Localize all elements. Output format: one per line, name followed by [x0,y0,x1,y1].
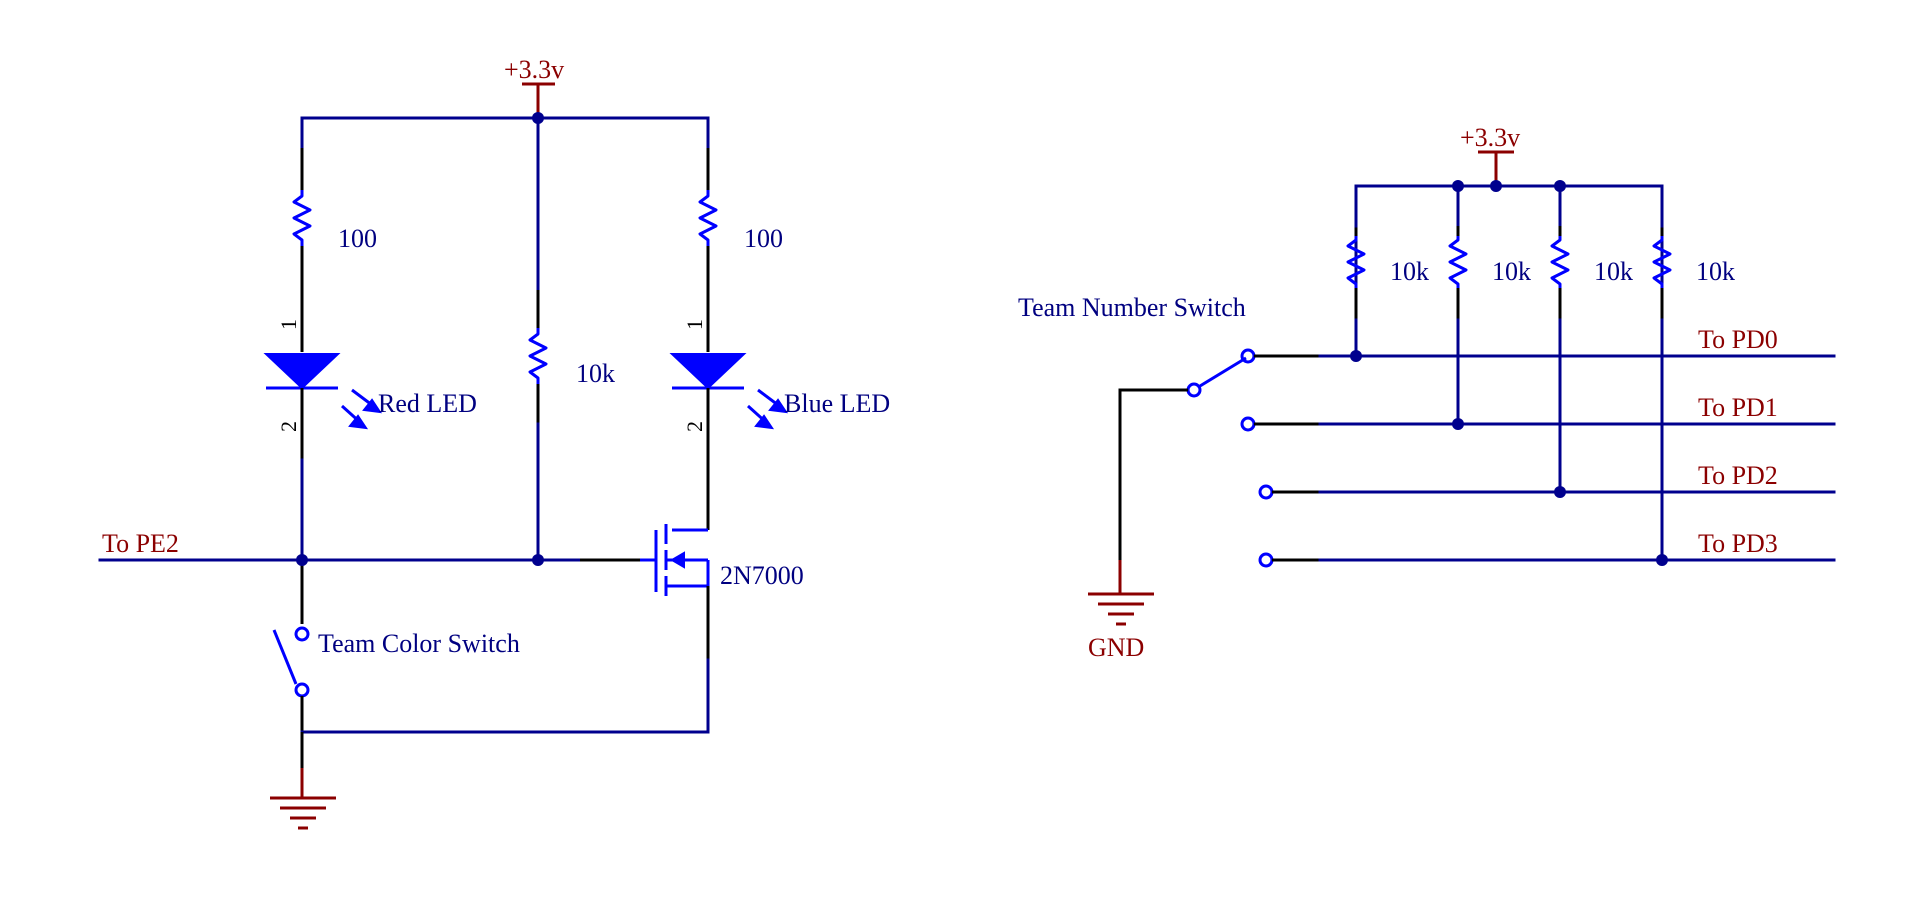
output-label-pd0: To PD0 [1698,325,1778,354]
left-supply-label: +3.3v [504,55,564,84]
junction-dot [296,554,308,566]
red-led-label: Red LED [378,389,477,418]
output-line-pd2: To PD2 [1272,461,1836,494]
pullup-resistor-pd0: 10k [1346,226,1429,358]
junction-dot [1554,180,1566,192]
junction-dot [1490,180,1502,192]
pullup-resistor-value: 10k [1492,257,1531,286]
junction-dot [1554,486,1566,498]
output-line-pd0: To PD0 [1254,325,1836,358]
blue-led-label: Blue LED [784,389,890,418]
pullup-resistor-pd2: 10k [1550,184,1633,494]
mosfet-label: 2N7000 [720,561,804,590]
left-top-rail [300,116,710,150]
pullup-resistor-value: 10k [1390,257,1429,286]
junction-dot [1452,418,1464,430]
pullup-resistor-pd3: 10k [1652,226,1735,562]
mosfet-2n7000: 2N7000 [640,460,804,660]
output-label-pd3: To PD3 [1698,529,1778,558]
switch-common-wire [1118,388,1188,560]
right-top-rail [1354,184,1664,302]
junction-dot [1350,350,1362,362]
pullup-resistor-pd1: 10k [1448,184,1531,426]
right-ground-icon: GND [1088,560,1154,662]
junction-dot [1656,554,1668,566]
net-label-pe2: To PE2 [102,529,179,558]
output-line-pd3: To PD3 [1272,529,1836,562]
resistor-red-value: 100 [338,224,377,253]
red-led: 1 2 Red LED [263,290,477,460]
output-label-pd1: To PD1 [1698,393,1778,422]
right-supply-symbol: +3.3v [1460,123,1520,186]
output-label-pd2: To PD2 [1698,461,1778,490]
red-led-pin1: 1 [276,319,301,330]
junction-dot [532,112,544,124]
resistor-gate-value: 10k [576,359,615,388]
blue-led-light-arrows-icon [746,388,789,430]
junction-dot [532,554,544,566]
junction-dot [1452,180,1464,192]
resistor-blue-led: 100 [698,148,783,290]
resistor-blue-value: 100 [744,224,783,253]
left-supply-symbol: +3.3v [504,55,564,118]
team-color-switch-label: Team Color Switch [318,629,520,658]
blue-led: 1 2 Blue LED [669,290,890,460]
right-circuit: +3.3v 10k 10k 10k [1018,123,1836,662]
team-color-switch: Team Color Switch [272,560,520,732]
output-line-pd1: To PD1 [1254,393,1836,426]
left-ground-icon [270,732,336,830]
team-number-switch-label: Team Number Switch [1018,293,1246,322]
pullup-resistor-value: 10k [1696,257,1735,286]
right-supply-label: +3.3v [1460,123,1520,152]
resistor-gate-pullup: 10k [528,116,615,562]
blue-led-pin1: 1 [682,319,707,330]
red-led-pin2: 2 [276,421,301,432]
ground-label: GND [1088,633,1144,662]
resistor-red-led: 100 [292,148,377,290]
left-bottom-return [300,658,710,734]
pullup-resistor-value: 10k [1594,257,1633,286]
blue-led-pin2: 2 [682,421,707,432]
left-circuit: +3.3v 100 1 2 Red LED [98,55,890,830]
red-led-light-arrows-icon [340,388,383,430]
team-number-switch [1186,348,1274,568]
